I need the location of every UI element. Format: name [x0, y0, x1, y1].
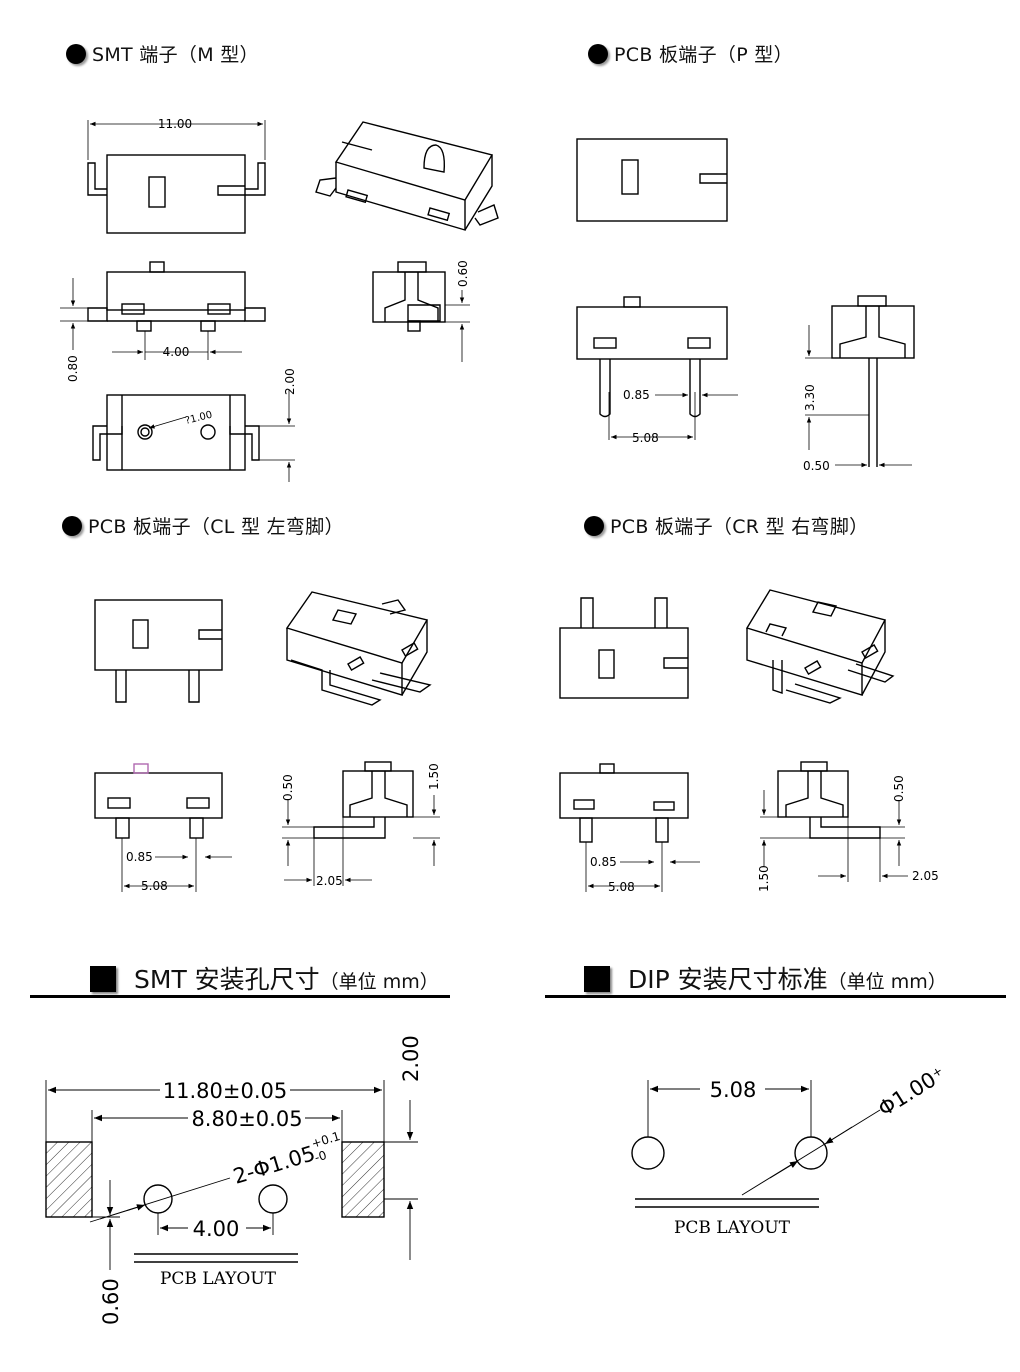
dim-smt-holes: 2-Φ1.05 — [230, 1141, 318, 1189]
cl-iso-view — [285, 591, 432, 706]
m-bottom-view — [92, 390, 295, 482]
bullet-icon — [588, 44, 608, 64]
dim-p-085: 0.85 — [623, 388, 650, 402]
p-front-view — [576, 296, 738, 440]
cl-front-view — [94, 763, 232, 892]
section-pcb-cl-title: PCB 板端子（CL 型 左弯脚） — [62, 512, 344, 539]
section-label: PCB 板端子（CL 型 左弯脚） — [88, 516, 344, 538]
section-label: SMT 端子（M 型） — [92, 44, 259, 66]
dim-cr-085: 0.85 — [590, 855, 617, 869]
m-side-view — [372, 261, 470, 362]
dim-p-508: 5.08 — [632, 431, 659, 445]
cr-iso-view — [745, 589, 895, 704]
dim-dip-pitch: 5.08 — [710, 1078, 757, 1102]
section-pcb-p-title: PCB 板端子（P 型） — [588, 40, 793, 67]
bullet-icon — [66, 44, 86, 64]
smt-pcb-layout — [45, 1080, 418, 1270]
section-label: PCB 板端子（P 型） — [614, 44, 793, 66]
dim-m-060: 0.60 — [456, 260, 470, 287]
dim-cl-050: 0.50 — [281, 774, 295, 801]
dip-layout-header: DIP 安装尺寸标准（单位 mm） — [584, 960, 947, 996]
m-front-view — [60, 261, 266, 360]
divider — [545, 995, 1006, 998]
cr-top-view — [559, 597, 689, 699]
dip-pcb-layout — [631, 1080, 881, 1208]
dim-smt-inner: 8.80±0.05 — [191, 1107, 302, 1131]
square-bullet-icon — [584, 966, 610, 992]
dim-cr-150: 1.50 — [757, 865, 771, 892]
dim-smt-tol-plus: +0.1 — [310, 1129, 342, 1151]
header-title: SMT 安装孔尺寸 — [134, 965, 320, 994]
dip-pcb-layout-label: PCB LAYOUT — [674, 1218, 791, 1238]
smt-layout-header: SMT 安装孔尺寸（单位 mm） — [90, 960, 439, 996]
smt-pcb-layout-label: PCB LAYOUT — [160, 1269, 277, 1289]
header-unit: （单位 mm） — [827, 971, 947, 993]
bullet-icon — [584, 516, 604, 536]
dim-cl-150: 1.50 — [427, 763, 441, 790]
dim-smt-pad-h: 2.00 — [399, 1035, 423, 1082]
cl-top-view — [94, 599, 223, 703]
dim-cr-050: 0.50 — [892, 775, 906, 802]
divider — [30, 995, 450, 998]
dim-p-050: 0.50 — [803, 459, 830, 473]
dim-smt-pitch: 4.00 — [193, 1217, 240, 1241]
header-title: DIP 安装尺寸标准 — [628, 965, 828, 994]
section-pcb-cr-title: PCB 板端子（CR 型 右弯脚） — [584, 512, 868, 539]
dim-cl-085: 0.85 — [126, 850, 153, 864]
dim-smt-outer: 11.80±0.05 — [163, 1079, 287, 1103]
dim-m-pitch: 4.00 — [163, 345, 190, 359]
dim-m-width: 11.00 — [158, 117, 192, 131]
dim-smt-offset: 0.60 — [99, 1278, 123, 1325]
section-smt-m-title: SMT 端子（M 型） — [66, 40, 259, 67]
m-top-view — [87, 120, 266, 234]
dim-p-330: 3.30 — [803, 384, 817, 411]
m-iso-view — [315, 121, 499, 231]
dim-m-200: 2.00 — [283, 368, 297, 395]
cr-side-view — [760, 761, 908, 882]
p-side-view — [805, 295, 915, 468]
cr-front-view — [559, 763, 700, 892]
dim-cl-205: 2.05 — [316, 874, 343, 888]
dim-m-hole: ?1.00 — [184, 410, 213, 427]
dim-m-080: 0.80 — [66, 355, 80, 382]
square-bullet-icon — [90, 966, 116, 992]
bullet-icon — [62, 516, 82, 536]
header-unit: （单位 mm） — [319, 971, 439, 993]
p-top-view — [576, 138, 728, 222]
dim-cl-508: 5.08 — [141, 879, 168, 893]
dim-cr-205: 2.05 — [912, 869, 939, 883]
dim-cr-508: 5.08 — [608, 880, 635, 894]
dim-dip-hole: Φ1.00 — [874, 1067, 940, 1121]
cl-side-view — [282, 761, 440, 886]
section-label: PCB 板端子（CR 型 右弯脚） — [610, 516, 869, 538]
dim-smt-tol-minus: -0 — [313, 1148, 329, 1165]
